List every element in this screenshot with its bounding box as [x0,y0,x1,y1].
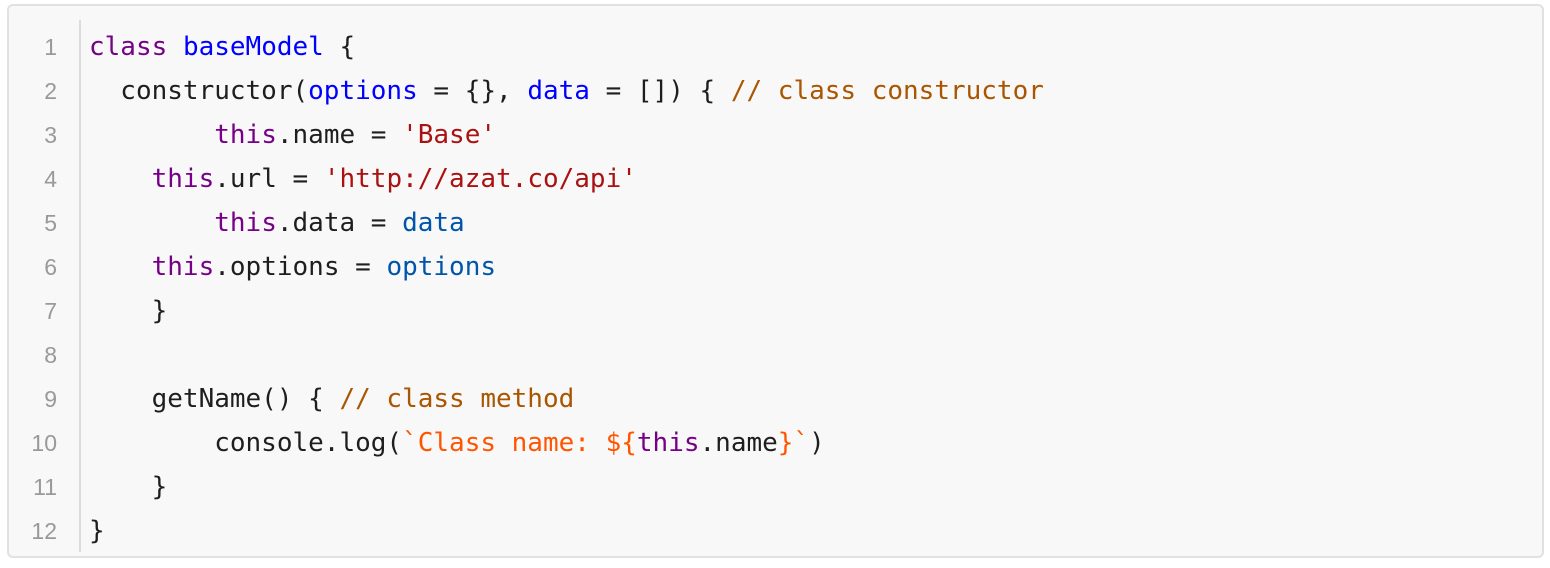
line-number: 8 [44,342,57,368]
code-token-plain: } [89,472,168,502]
code-token-comment: // class method [339,384,575,414]
line-number: 6 [44,254,57,280]
code-token-parameter: options [308,76,418,106]
line-number: 12 [31,518,57,544]
code-token-plain: .data = [276,208,403,238]
code-token-plain: } [89,296,168,326]
line-number: 10 [31,430,57,456]
code-token-definition: baseModel [182,32,324,62]
code-token-plain [167,32,183,62]
code-token-parameter: data [527,76,590,106]
code-token-keyword: this [214,120,277,150]
code-token-plain [89,164,152,194]
code-token-plain [89,120,214,150]
code-token-variable: options [386,252,497,282]
code-token-plain: .url = [214,164,324,194]
line-number: 9 [44,386,57,412]
code-token-plain: } [89,516,105,546]
code-token-string: 'http://azat.co/api' [323,164,637,194]
line-number: 4 [44,166,57,192]
code-text: } [89,465,168,509]
line-number: 5 [44,210,57,236]
code-token-plain [89,252,152,282]
code-token-keyword: class [89,32,168,62]
code-text: } [89,289,168,333]
code-text: console.log(`Class name: ${this.name}`) [89,421,825,465]
code-token-keyword: this [151,164,215,194]
code-token-variable: data [402,208,465,238]
code-text: this.url = 'http://azat.co/api' [89,157,637,201]
code-text: this.name = 'Base' [89,113,496,157]
code-text: } [89,509,105,553]
code-text: constructor(options = {}, data = []) { /… [89,69,1044,113]
line-number: 2 [44,78,57,104]
code-token-plain: .name [699,428,778,458]
code-token-plain: .options = [214,252,387,282]
code-text: this.data = data [89,201,465,245]
code-text: class baseModel { [89,25,355,69]
code-token-plain: constructor( [89,76,309,106]
line-number: 1 [44,34,57,60]
code-token-template-string: `Class name: ${ [402,428,637,458]
code-token-keyword: this [636,428,700,458]
code-token-plain: { [323,32,356,62]
code-text: this.options = options [89,245,496,289]
gutter-divider [79,20,81,552]
code-token-plain: = []) { [589,76,731,106]
code-token-string: 'Base' [402,120,497,150]
code-token-template-string: }` [777,428,810,458]
code-token-keyword: this [214,208,277,238]
line-number: 7 [44,298,57,324]
code-token-keyword: this [151,252,215,282]
code-token-plain: ) [809,428,825,458]
code-token-plain [89,208,214,238]
line-number: 3 [44,122,57,148]
code-text: getName() { // class method [89,377,575,421]
line-number: 11 [33,474,57,500]
code-token-plain: console.log( [89,428,403,458]
code-token-plain: .name = [276,120,403,150]
code-token-plain: getName() { [89,384,340,414]
code-token-plain: = {}, [417,76,528,106]
code-token-comment: // class constructor [730,76,1044,106]
